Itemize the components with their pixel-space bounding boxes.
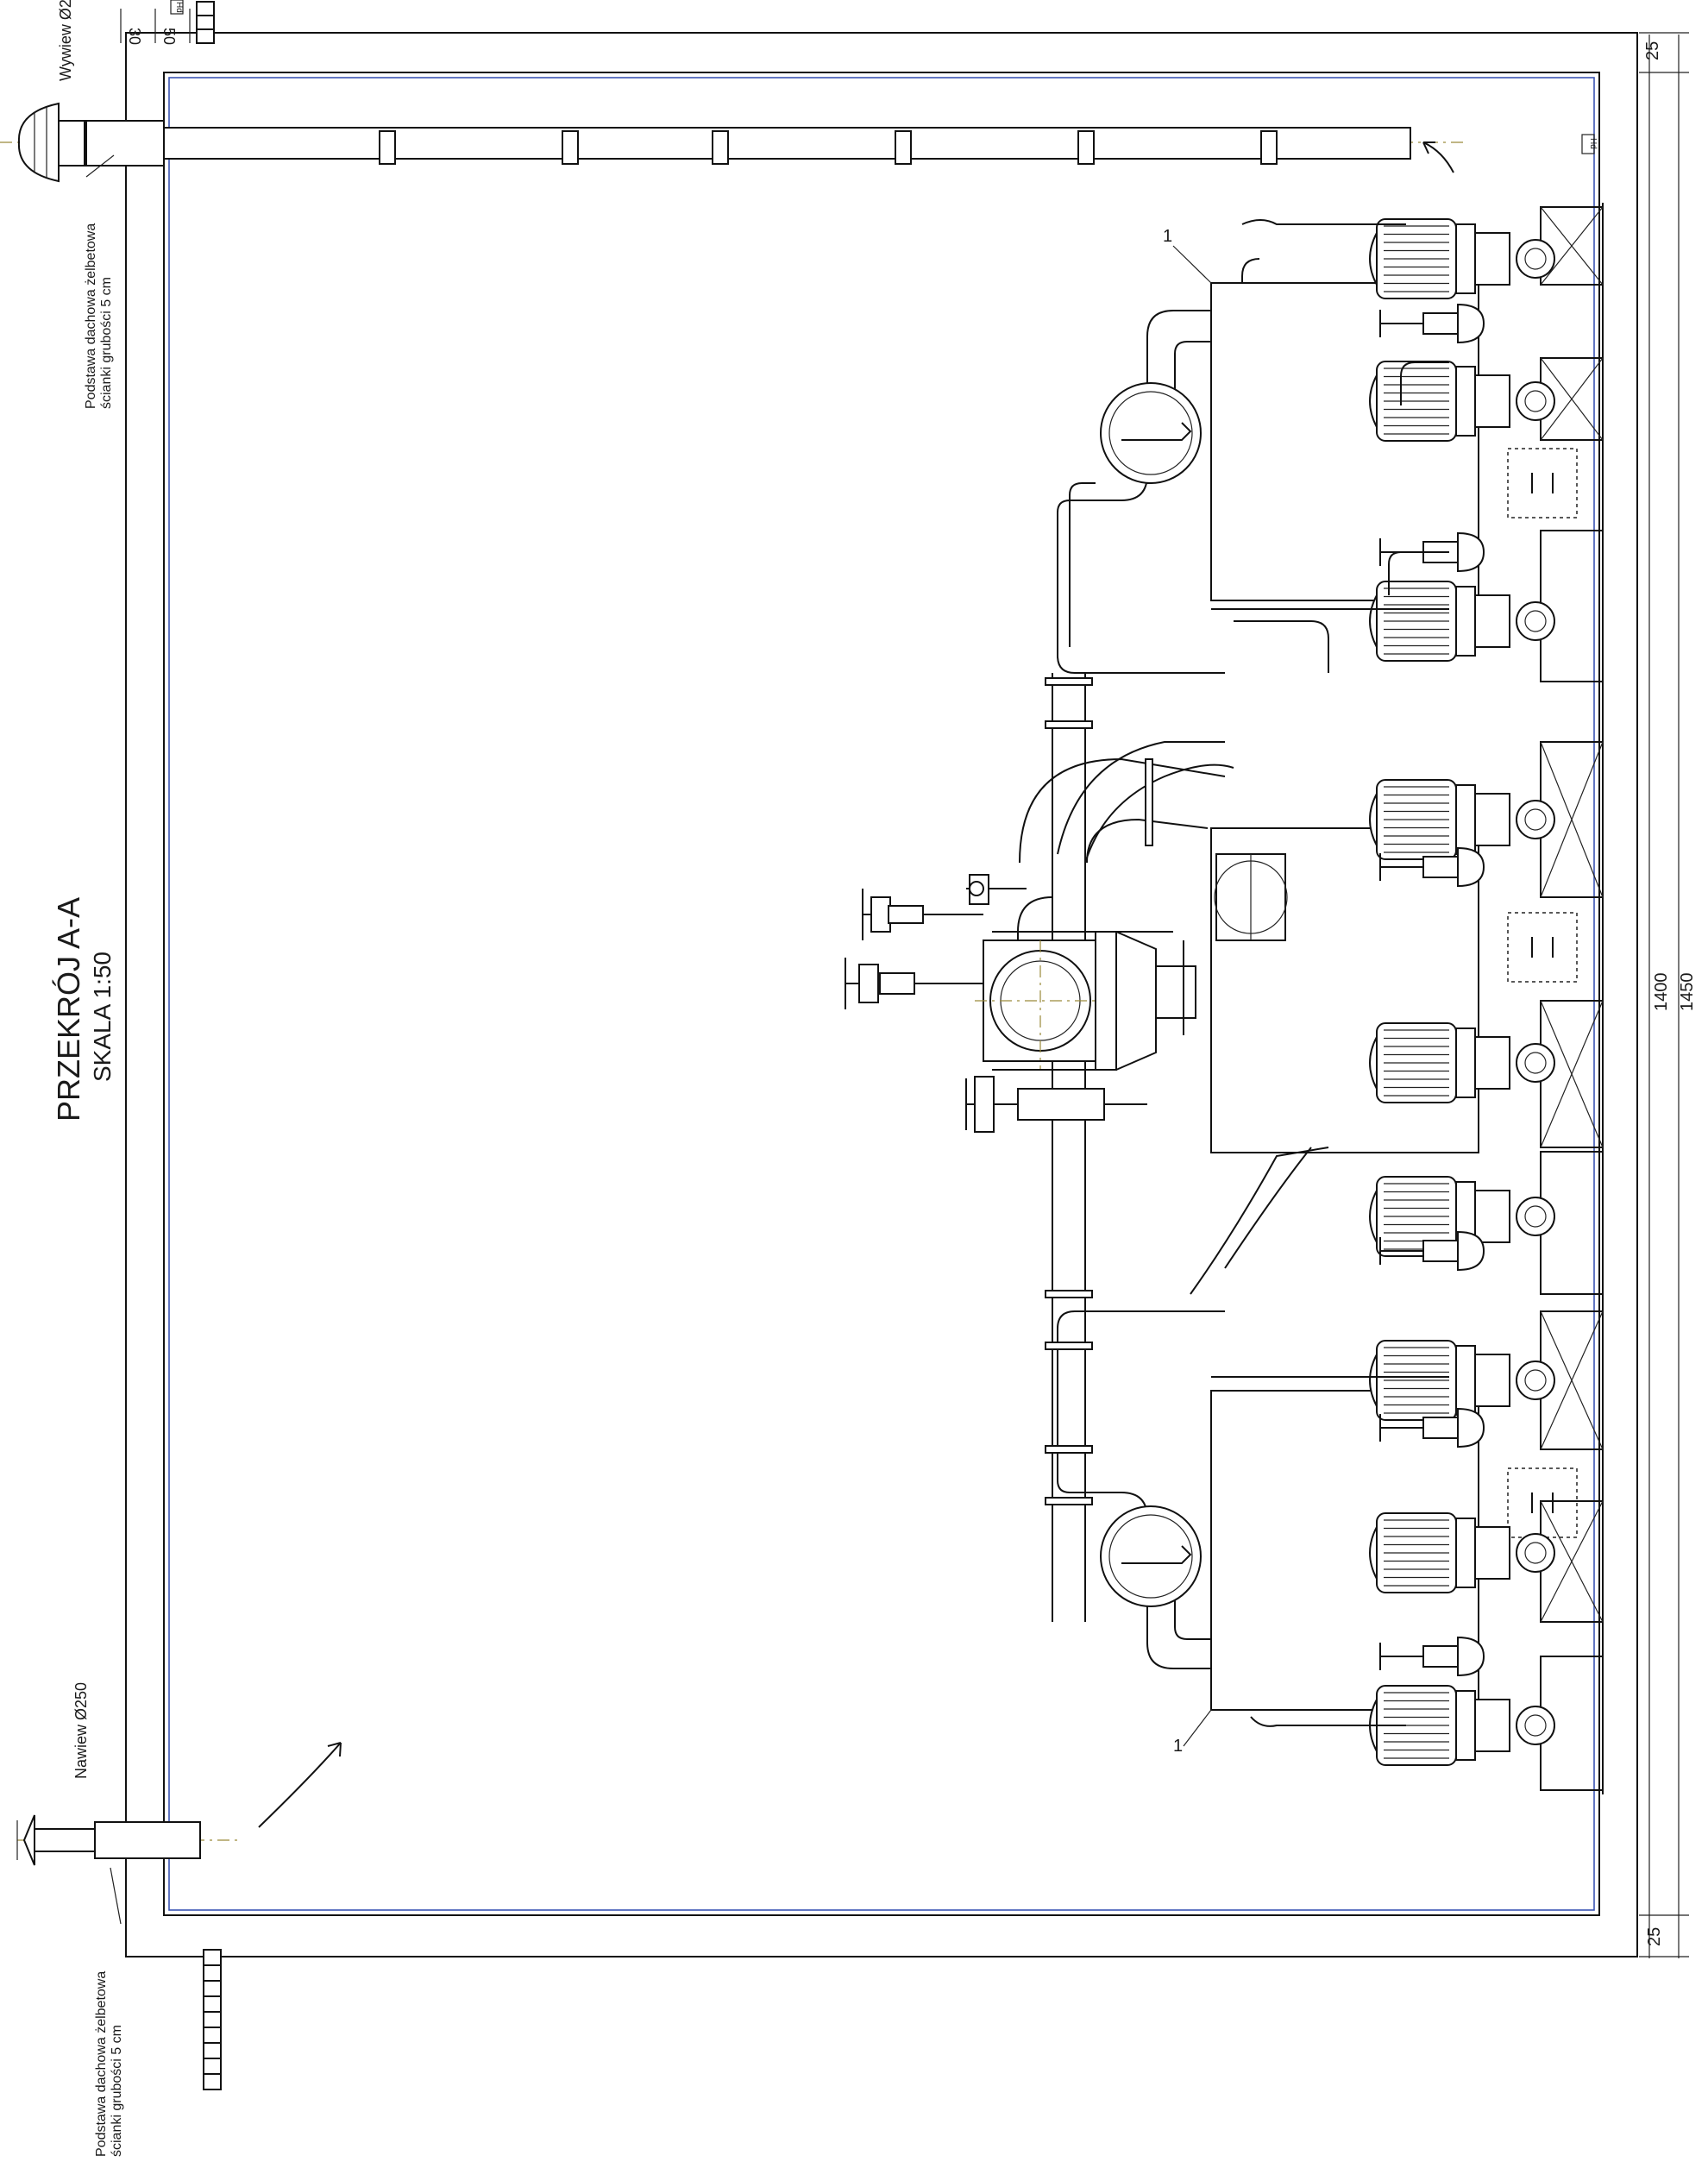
label-roof-base-bottom-1: Podstawa dachowa żelbetowa [94, 1971, 109, 2157]
label-roof-base-top-2: ścianki grubości 5 cm [99, 277, 114, 409]
gate-valve-icon [1379, 1407, 1485, 1448]
flange-icon [1045, 1290, 1093, 1298]
dim-50: 50 [160, 28, 178, 45]
pump-motor-icon [1369, 779, 1555, 860]
inspection-hatch-icon [1507, 912, 1578, 983]
piping [1017, 219, 1449, 1727]
label-roof-base-bottom-2: ścianki grubości 5 cm [110, 2025, 124, 2157]
top-left-dimensions: 30 50 Hd [120, 0, 191, 45]
pump-motor-icon [1369, 1022, 1555, 1103]
dim-1450: 1450 [1678, 973, 1697, 1012]
pump-motor-icon [1369, 581, 1555, 662]
hd-mark-top: Hd [174, 2, 184, 13]
gate-valve-icon [1379, 1636, 1485, 1677]
gate-valve-icon [1379, 303, 1485, 344]
pump-motor-icon [1369, 1685, 1555, 1766]
actuator-icon [845, 958, 983, 1009]
chamber-walls [125, 32, 1638, 1957]
inspection-hatches [1507, 448, 1578, 1538]
supply-duct [16, 1742, 342, 1866]
exhaust-duct [0, 102, 1466, 183]
labels: PRZEKRÓJ A-A SKALA 1:50 Wywiew Ø200 Nawi… [51, 0, 124, 2157]
manhole-lower [1100, 1505, 1202, 1607]
label-supply: Nawiew Ø250 [72, 1682, 90, 1779]
pump-motor-icon [1369, 1512, 1555, 1593]
inspection-hatch-icon [1507, 448, 1578, 518]
tank-mark-upper: 1 [1163, 227, 1172, 246]
pump-baseplates [1540, 203, 1604, 1794]
airflow-arrow-icon [258, 1742, 342, 1828]
pump-motor-icon [1369, 218, 1555, 299]
gate-valve-icon [1379, 846, 1485, 888]
flange-icon [1045, 1497, 1093, 1505]
pump-motors [1369, 218, 1555, 1766]
dim-25-top: 25 [1643, 41, 1662, 60]
actuator-icon [966, 874, 1027, 905]
pump-motor-icon [1369, 1340, 1555, 1421]
pump-motor-icon [1369, 361, 1555, 442]
mushroom-vent-icon [17, 102, 85, 183]
flange-icon [1045, 1342, 1093, 1350]
actuator-icon [862, 889, 983, 940]
tank-mark-lower: 1 [1173, 1737, 1183, 1756]
flange-icon [1045, 677, 1093, 686]
inspection-hatch-icon [1507, 1467, 1578, 1538]
dim-25-bottom: 25 [1645, 1927, 1664, 1946]
right-dimensions: 25 1400 1450 25 Hd [1581, 32, 1697, 1958]
dim-1400: 1400 [1652, 973, 1671, 1012]
duct-couplings [379, 130, 1278, 165]
airflow-arrow-icon [1422, 141, 1454, 173]
pump-motor-icon [1369, 1176, 1555, 1257]
flanges [1045, 677, 1093, 1505]
gate-valve-icon [1379, 1230, 1485, 1272]
label-roof-base-top-1: Podstawa dachowa żelbetowa [84, 223, 98, 409]
title-main: PRZEKRÓJ A-A [51, 897, 86, 1122]
flange-icon [1045, 720, 1093, 729]
central-valve-station [845, 874, 1196, 1133]
roof-base-stack-bottom [203, 1949, 222, 2090]
title-scale: SKALA 1:50 [89, 952, 116, 1082]
flange-icon [1045, 1445, 1093, 1454]
supply-cowl-icon [16, 1814, 96, 1866]
hd-mark-right: Hd [1588, 138, 1598, 149]
roof-base-stack-top [196, 1, 215, 44]
label-exhaust: Wywiew Ø200 [57, 0, 74, 81]
actuator-icon [965, 1076, 1147, 1133]
manhole-upper [1100, 382, 1202, 484]
gate-valves [1379, 303, 1485, 1677]
dim-30: 30 [126, 28, 143, 45]
